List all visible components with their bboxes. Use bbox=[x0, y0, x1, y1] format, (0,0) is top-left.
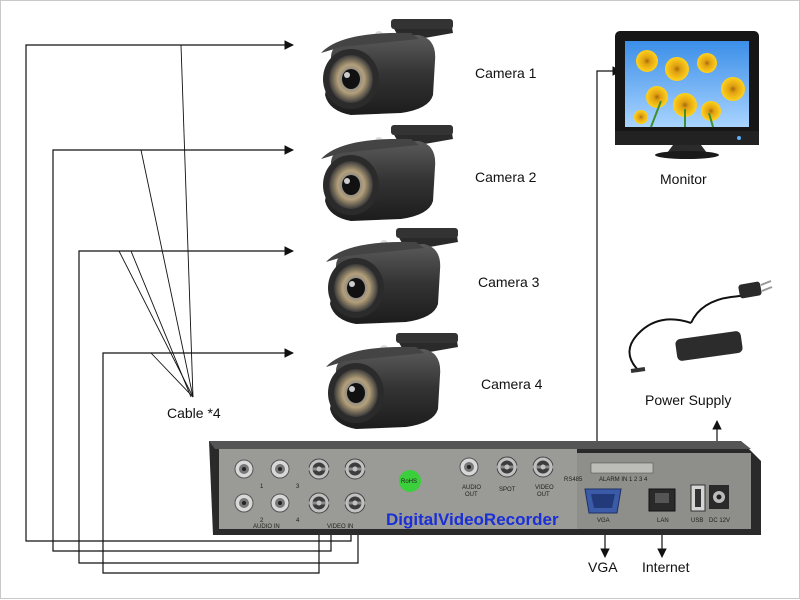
vga-port-label: VGA bbox=[597, 518, 610, 524]
camera-4-label: Camera 4 bbox=[481, 376, 543, 392]
lan-port bbox=[648, 488, 676, 512]
internet-output-label: Internet bbox=[642, 559, 690, 575]
alarm-terminal bbox=[590, 462, 654, 474]
cable-camera-4 bbox=[102, 348, 320, 574]
rohs-sticker bbox=[399, 470, 421, 492]
power-supply-label: Power Supply bbox=[645, 392, 731, 408]
camera-1-label: Camera 1 bbox=[475, 65, 537, 81]
cable-camera-2 bbox=[52, 145, 332, 552]
lan-port-label: LAN bbox=[657, 518, 669, 524]
dc-power-port bbox=[709, 485, 729, 509]
alarm-label: ALARM IN 1 2 3 4 bbox=[599, 477, 648, 483]
vga-output-label: VGA bbox=[588, 559, 618, 575]
port-num-1: 1 bbox=[260, 484, 264, 490]
dvr-title: DigitalVideoRecorder bbox=[386, 510, 559, 529]
cable-label: Cable *4 bbox=[167, 405, 221, 421]
spot-port bbox=[495, 456, 519, 478]
camera-2-label: Camera 2 bbox=[475, 169, 537, 185]
video-out-label-1: VIDEO bbox=[535, 485, 554, 491]
video-out-label-2: OUT bbox=[537, 492, 550, 498]
vga-port bbox=[584, 488, 622, 514]
camera-3-label: Camera 3 bbox=[478, 274, 540, 290]
video-in-label: VIDEO IN bbox=[327, 524, 353, 530]
usb-port bbox=[690, 484, 706, 512]
rs485-label: RS485 bbox=[564, 477, 583, 483]
rohs-label: RoHS bbox=[401, 479, 417, 485]
cable-pointer-lines bbox=[118, 44, 194, 398]
video-out-port bbox=[531, 456, 555, 478]
camera-3-image bbox=[326, 228, 458, 324]
dvr-unit: 1 3 2 4 AUDIO IN VIDEO IN RoHS AUDIO OUT… bbox=[209, 441, 761, 535]
camera-2-image bbox=[321, 125, 453, 221]
audio-in-label: AUDIO IN bbox=[253, 524, 280, 530]
vga-to-monitor-line bbox=[596, 66, 622, 511]
monitor-label: Monitor bbox=[660, 171, 707, 187]
port-num-3: 3 bbox=[296, 484, 300, 490]
dc-port-label: DC 12V bbox=[709, 518, 730, 524]
camera-1-image bbox=[321, 19, 453, 115]
port-num-4: 4 bbox=[296, 518, 300, 524]
spot-label: SPOT bbox=[499, 487, 516, 493]
power-supply-image bbox=[628, 280, 773, 373]
audio-out-port bbox=[459, 457, 479, 477]
audio-out-label-1: AUDIO bbox=[462, 485, 481, 491]
audio-out-label-2: OUT bbox=[465, 492, 478, 498]
usb-port-label: USB bbox=[691, 518, 703, 524]
port-num-2: 2 bbox=[260, 518, 264, 524]
monitor-image bbox=[615, 31, 759, 159]
camera-4-image bbox=[326, 333, 458, 429]
cable-camera-3 bbox=[78, 246, 359, 564]
